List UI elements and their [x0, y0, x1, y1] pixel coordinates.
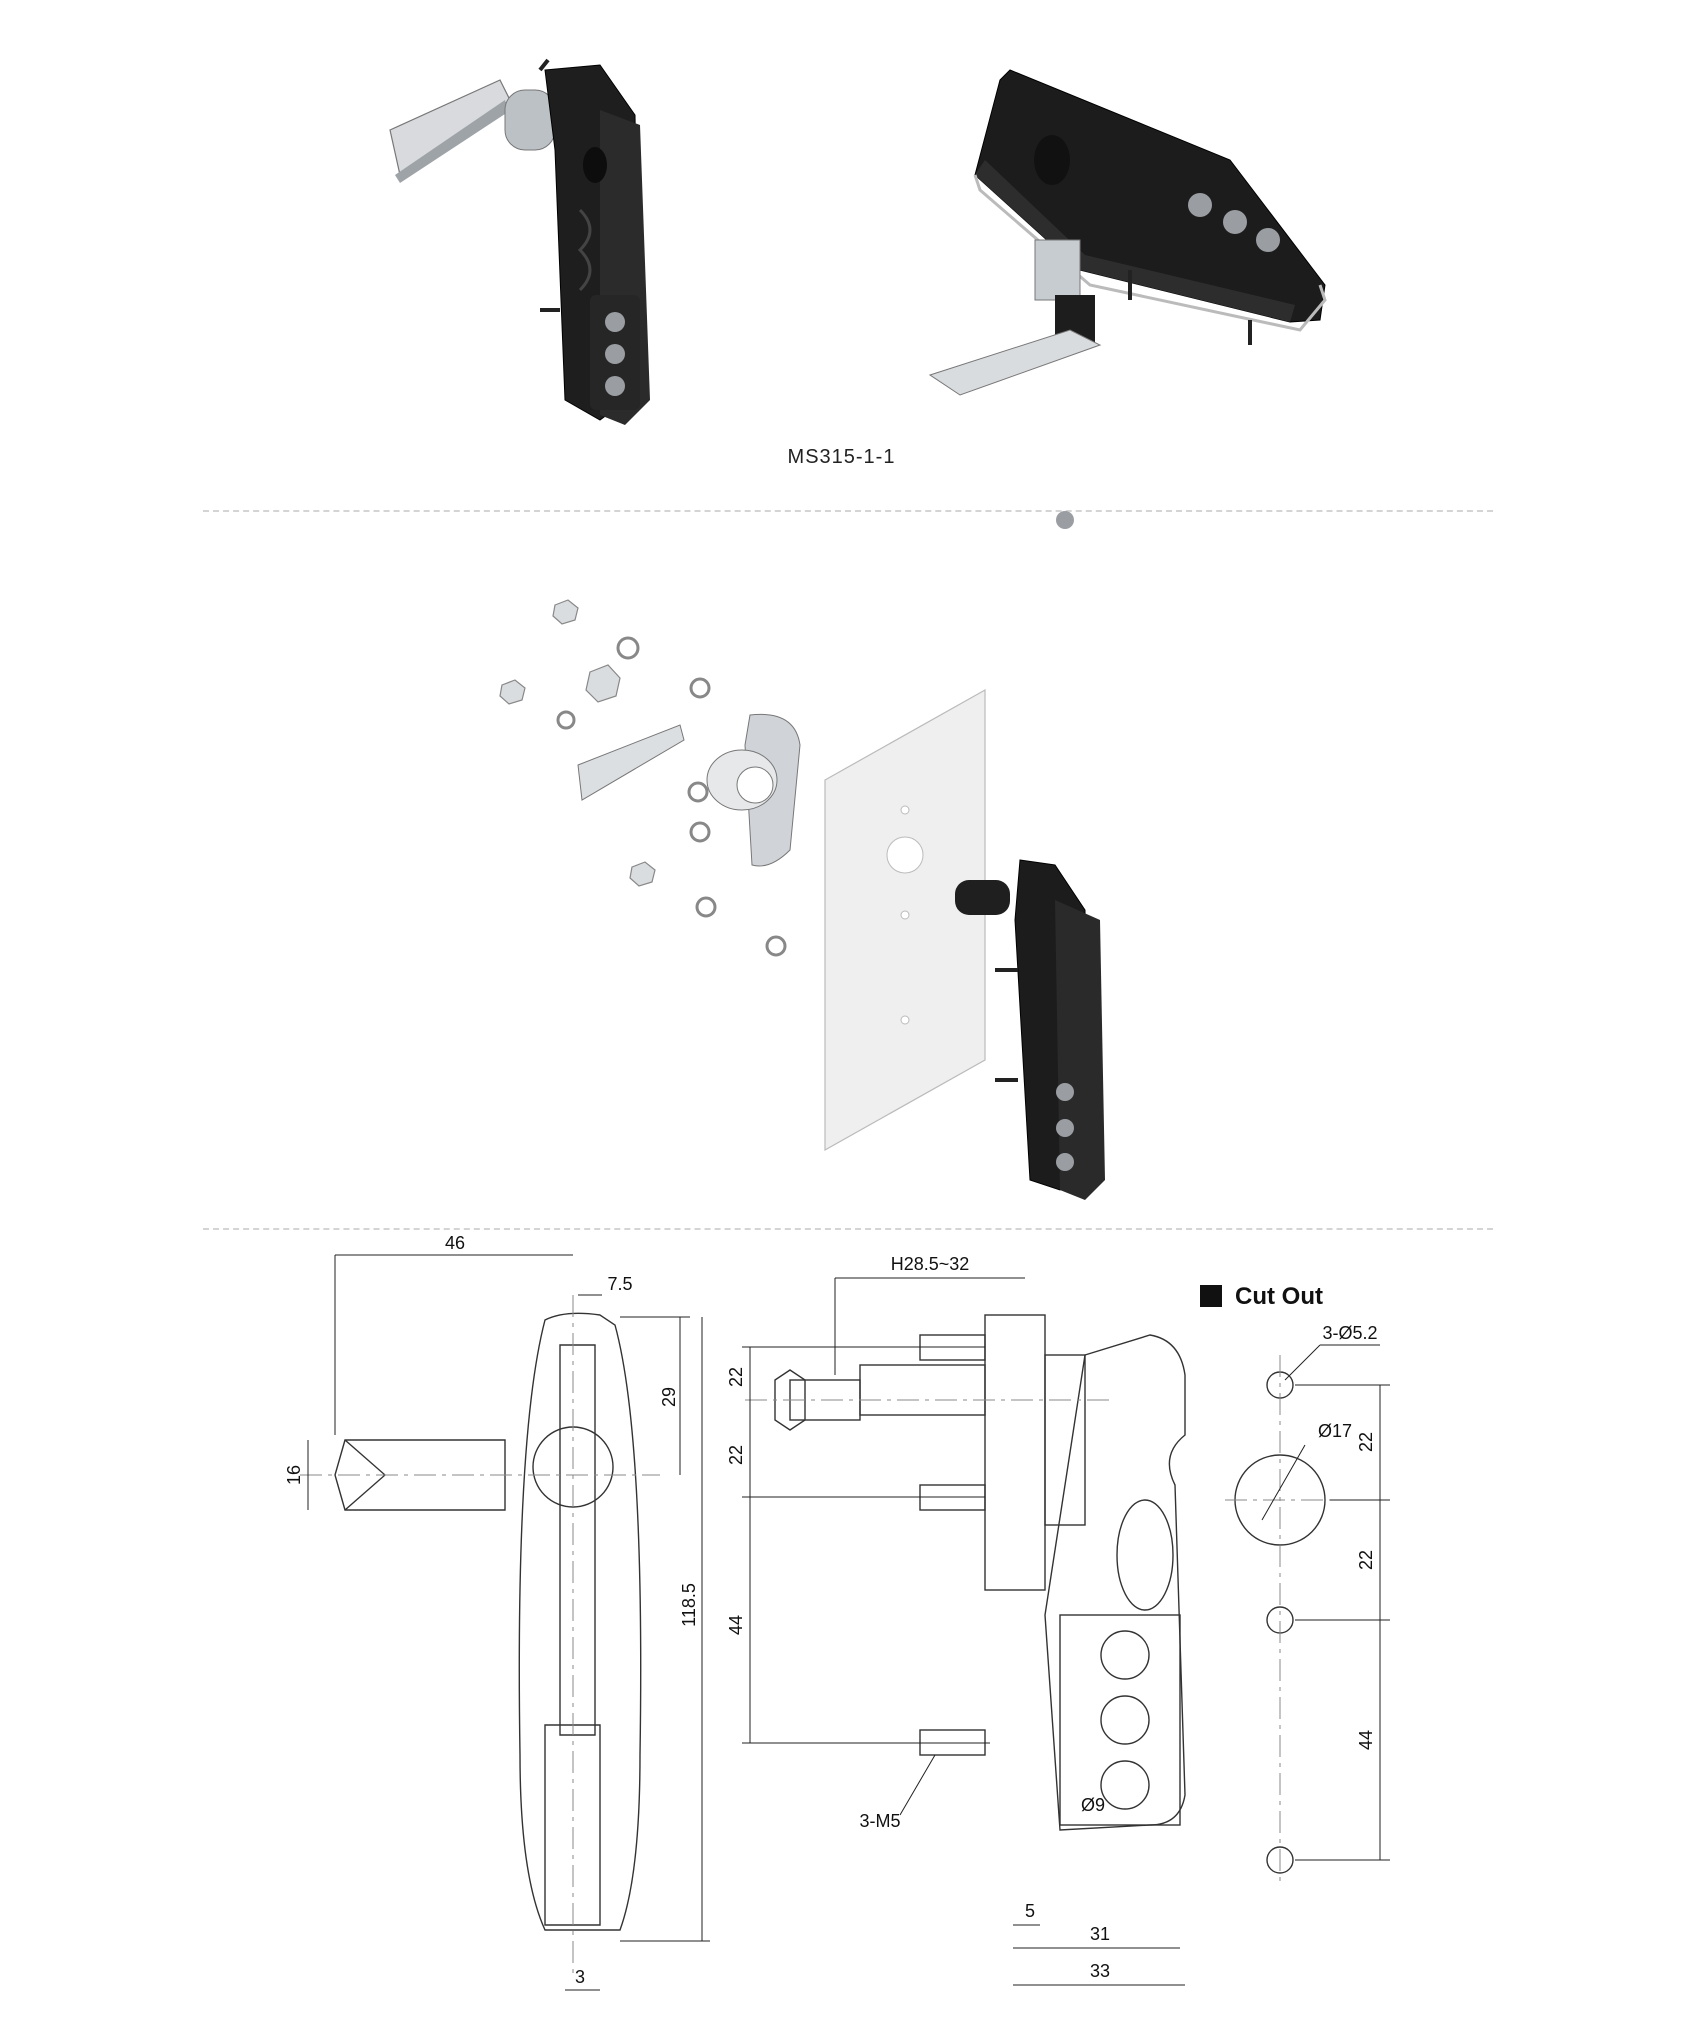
- handle-render-front: [389, 58, 650, 425]
- side-view: H28.5~32 22 22 44 3-M5 Ø9 5 31 33: [726, 1254, 1186, 1986]
- dim-door-thickness: H28.5~32: [891, 1254, 970, 1274]
- cutout-view: Cut Out 3-Ø5.2 Ø17 22 22 44: [1200, 1283, 1390, 1885]
- model-caption: MS315-1-1: [787, 446, 896, 468]
- dim-small-holes: 3-Ø5.2: [1322, 1323, 1377, 1343]
- dim-stud-bottom: 44: [726, 1615, 746, 1635]
- dim-stud-mid: 22: [726, 1445, 746, 1465]
- dim-depth-outer: 33: [1090, 1961, 1110, 1981]
- dim-spacing-1: 22: [1356, 1432, 1376, 1452]
- dim-depth-inner: 31: [1090, 1924, 1110, 1944]
- dim-spacing-2: 22: [1356, 1550, 1376, 1570]
- section-divider-bottom: [203, 1228, 1493, 1230]
- door-panel: [824, 688, 986, 1152]
- dim-offset: 7.5: [607, 1274, 632, 1294]
- product-renders: [389, 58, 1327, 425]
- dim-upper: 29: [659, 1387, 679, 1407]
- dim-base: 5: [1025, 1901, 1035, 1921]
- product-renders-section: MS315-1-1: [0, 0, 1683, 500]
- dim-stud-top: 22: [726, 1367, 746, 1387]
- handle-render-angled: [928, 69, 1327, 396]
- dim-height: 118.5: [679, 1583, 699, 1627]
- dim-thread: 3-M5: [859, 1811, 900, 1831]
- cutout-title: Cut Out: [1235, 1283, 1323, 1310]
- dim-big-hole: Ø17: [1318, 1421, 1352, 1441]
- front-view: 46 7.5 29 16 118.5 3: [284, 1233, 710, 1991]
- technical-drawing: 46 7.5 29 16 118.5 3: [284, 1233, 1390, 1991]
- dim-bottom: 3: [575, 1967, 585, 1987]
- section-divider-top: [203, 510, 1493, 512]
- dim-cam-width: 16: [284, 1465, 304, 1485]
- fastener-parts: [499, 599, 787, 957]
- dim-spacing-3: 44: [1356, 1730, 1376, 1750]
- cam-bar: [577, 724, 685, 801]
- dim-hole: Ø9: [1081, 1795, 1105, 1815]
- technical-drawing-section: 46 7.5 29 16 118.5 3: [0, 1233, 1683, 2019]
- exploded-view-section: [0, 511, 1683, 1220]
- housing-part: [706, 713, 801, 867]
- handle-assembly: [955, 511, 1105, 1200]
- exploded-view: [499, 511, 1105, 1200]
- dim-width: 46: [445, 1233, 465, 1253]
